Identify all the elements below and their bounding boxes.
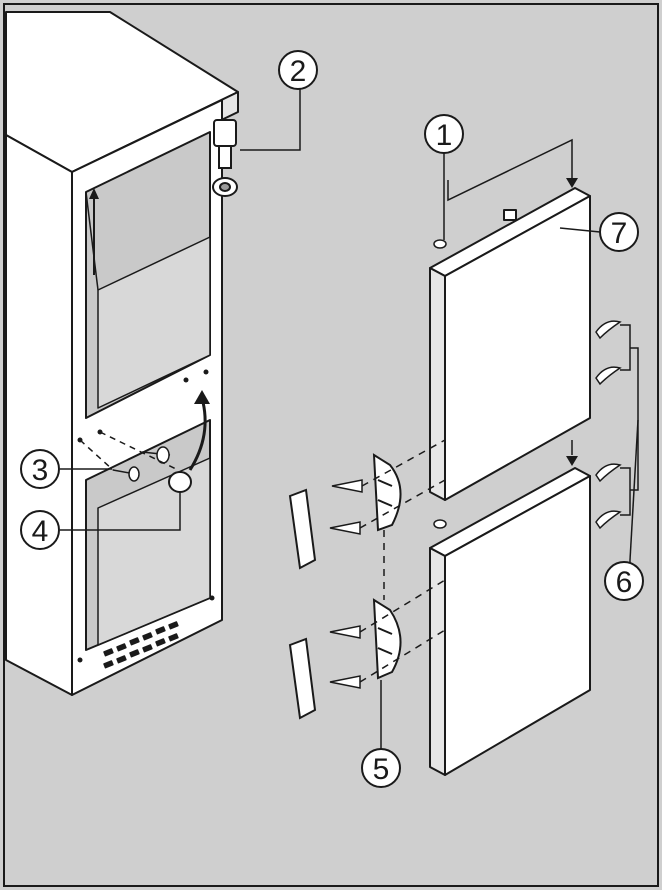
callout-5: 5 bbox=[361, 748, 401, 788]
callout-7-label: 7 bbox=[611, 217, 628, 250]
hinge-bolt bbox=[212, 119, 238, 197]
callout-3: 3 bbox=[20, 449, 60, 489]
move-arrow bbox=[188, 397, 207, 471]
callout-2: 2 bbox=[278, 50, 318, 90]
cover-cap bbox=[168, 471, 192, 493]
callout-2-label: 2 bbox=[290, 55, 307, 88]
vent-grille bbox=[103, 621, 179, 669]
callout-4-label: 4 bbox=[32, 515, 49, 548]
hinge-bracket bbox=[372, 453, 402, 680]
callout-6: 6 bbox=[604, 561, 644, 601]
callout-1: 1 bbox=[424, 114, 464, 154]
lower-door bbox=[429, 467, 591, 776]
callout-4: 4 bbox=[20, 510, 60, 550]
cabinet-housing bbox=[5, 11, 239, 696]
upper-door bbox=[429, 187, 591, 501]
door-pin bbox=[433, 239, 447, 529]
hinge-cover bbox=[288, 488, 317, 720]
cabinet-screw bbox=[141, 446, 171, 464]
callout-7: 7 bbox=[599, 212, 639, 252]
callout-1-label: 1 bbox=[436, 119, 453, 152]
leader-2 bbox=[240, 88, 301, 151]
leader-7 bbox=[559, 227, 601, 233]
callout-6-label: 6 bbox=[616, 566, 633, 599]
callout-5-label: 5 bbox=[373, 753, 390, 786]
leader-4 bbox=[60, 492, 181, 531]
door-clip bbox=[595, 320, 622, 530]
hinge-pin-screw bbox=[112, 466, 140, 482]
callout-3-label: 3 bbox=[32, 454, 49, 487]
